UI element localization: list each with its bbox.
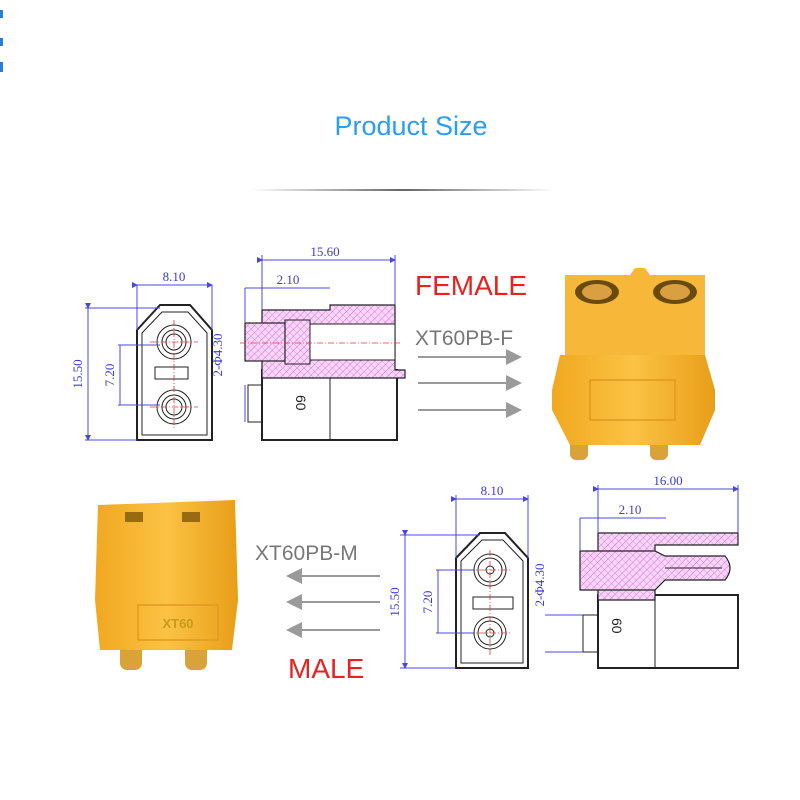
female-pin-pitch: 7.20 <box>102 364 117 387</box>
female-label: FEMALE <box>415 270 527 301</box>
page-title: Product Size <box>334 111 487 141</box>
title-divider <box>250 189 555 191</box>
male-front-view <box>400 495 529 669</box>
male-connector-photo: XT60 <box>95 500 238 670</box>
female-front-width: 8.10 <box>163 269 186 284</box>
female-side-view: 60 <box>240 255 406 441</box>
male-side-view: 60 <box>545 485 739 669</box>
male-side-length: 16.00 <box>653 473 682 488</box>
male-photo-marking: XT60 <box>162 616 193 631</box>
male-pin-diameter: 2-Φ4.30 <box>532 563 547 606</box>
female-pin-diameter: 2-Φ4.30 <box>210 333 225 376</box>
female-side-length: 15.60 <box>310 244 339 259</box>
male-arrows <box>286 568 380 638</box>
male-front-width: 8.10 <box>481 483 504 498</box>
male-pin-pitch: 7.20 <box>420 591 435 614</box>
male-side-marking: 60 <box>609 618 625 634</box>
female-side-offset: 2.10 <box>277 272 300 287</box>
female-model: XT60PB-F <box>415 327 513 350</box>
female-arrows <box>418 349 522 418</box>
female-connector-photo <box>552 268 715 460</box>
male-model: XT60PB-M <box>255 542 358 565</box>
male-side-offset: 2.10 <box>619 502 642 517</box>
female-side-marking: 60 <box>293 395 309 411</box>
male-front-height: 15.50 <box>387 587 402 616</box>
female-front-view <box>85 282 213 441</box>
female-front-height: 15.50 <box>70 359 85 388</box>
male-label: MALE <box>288 653 364 684</box>
